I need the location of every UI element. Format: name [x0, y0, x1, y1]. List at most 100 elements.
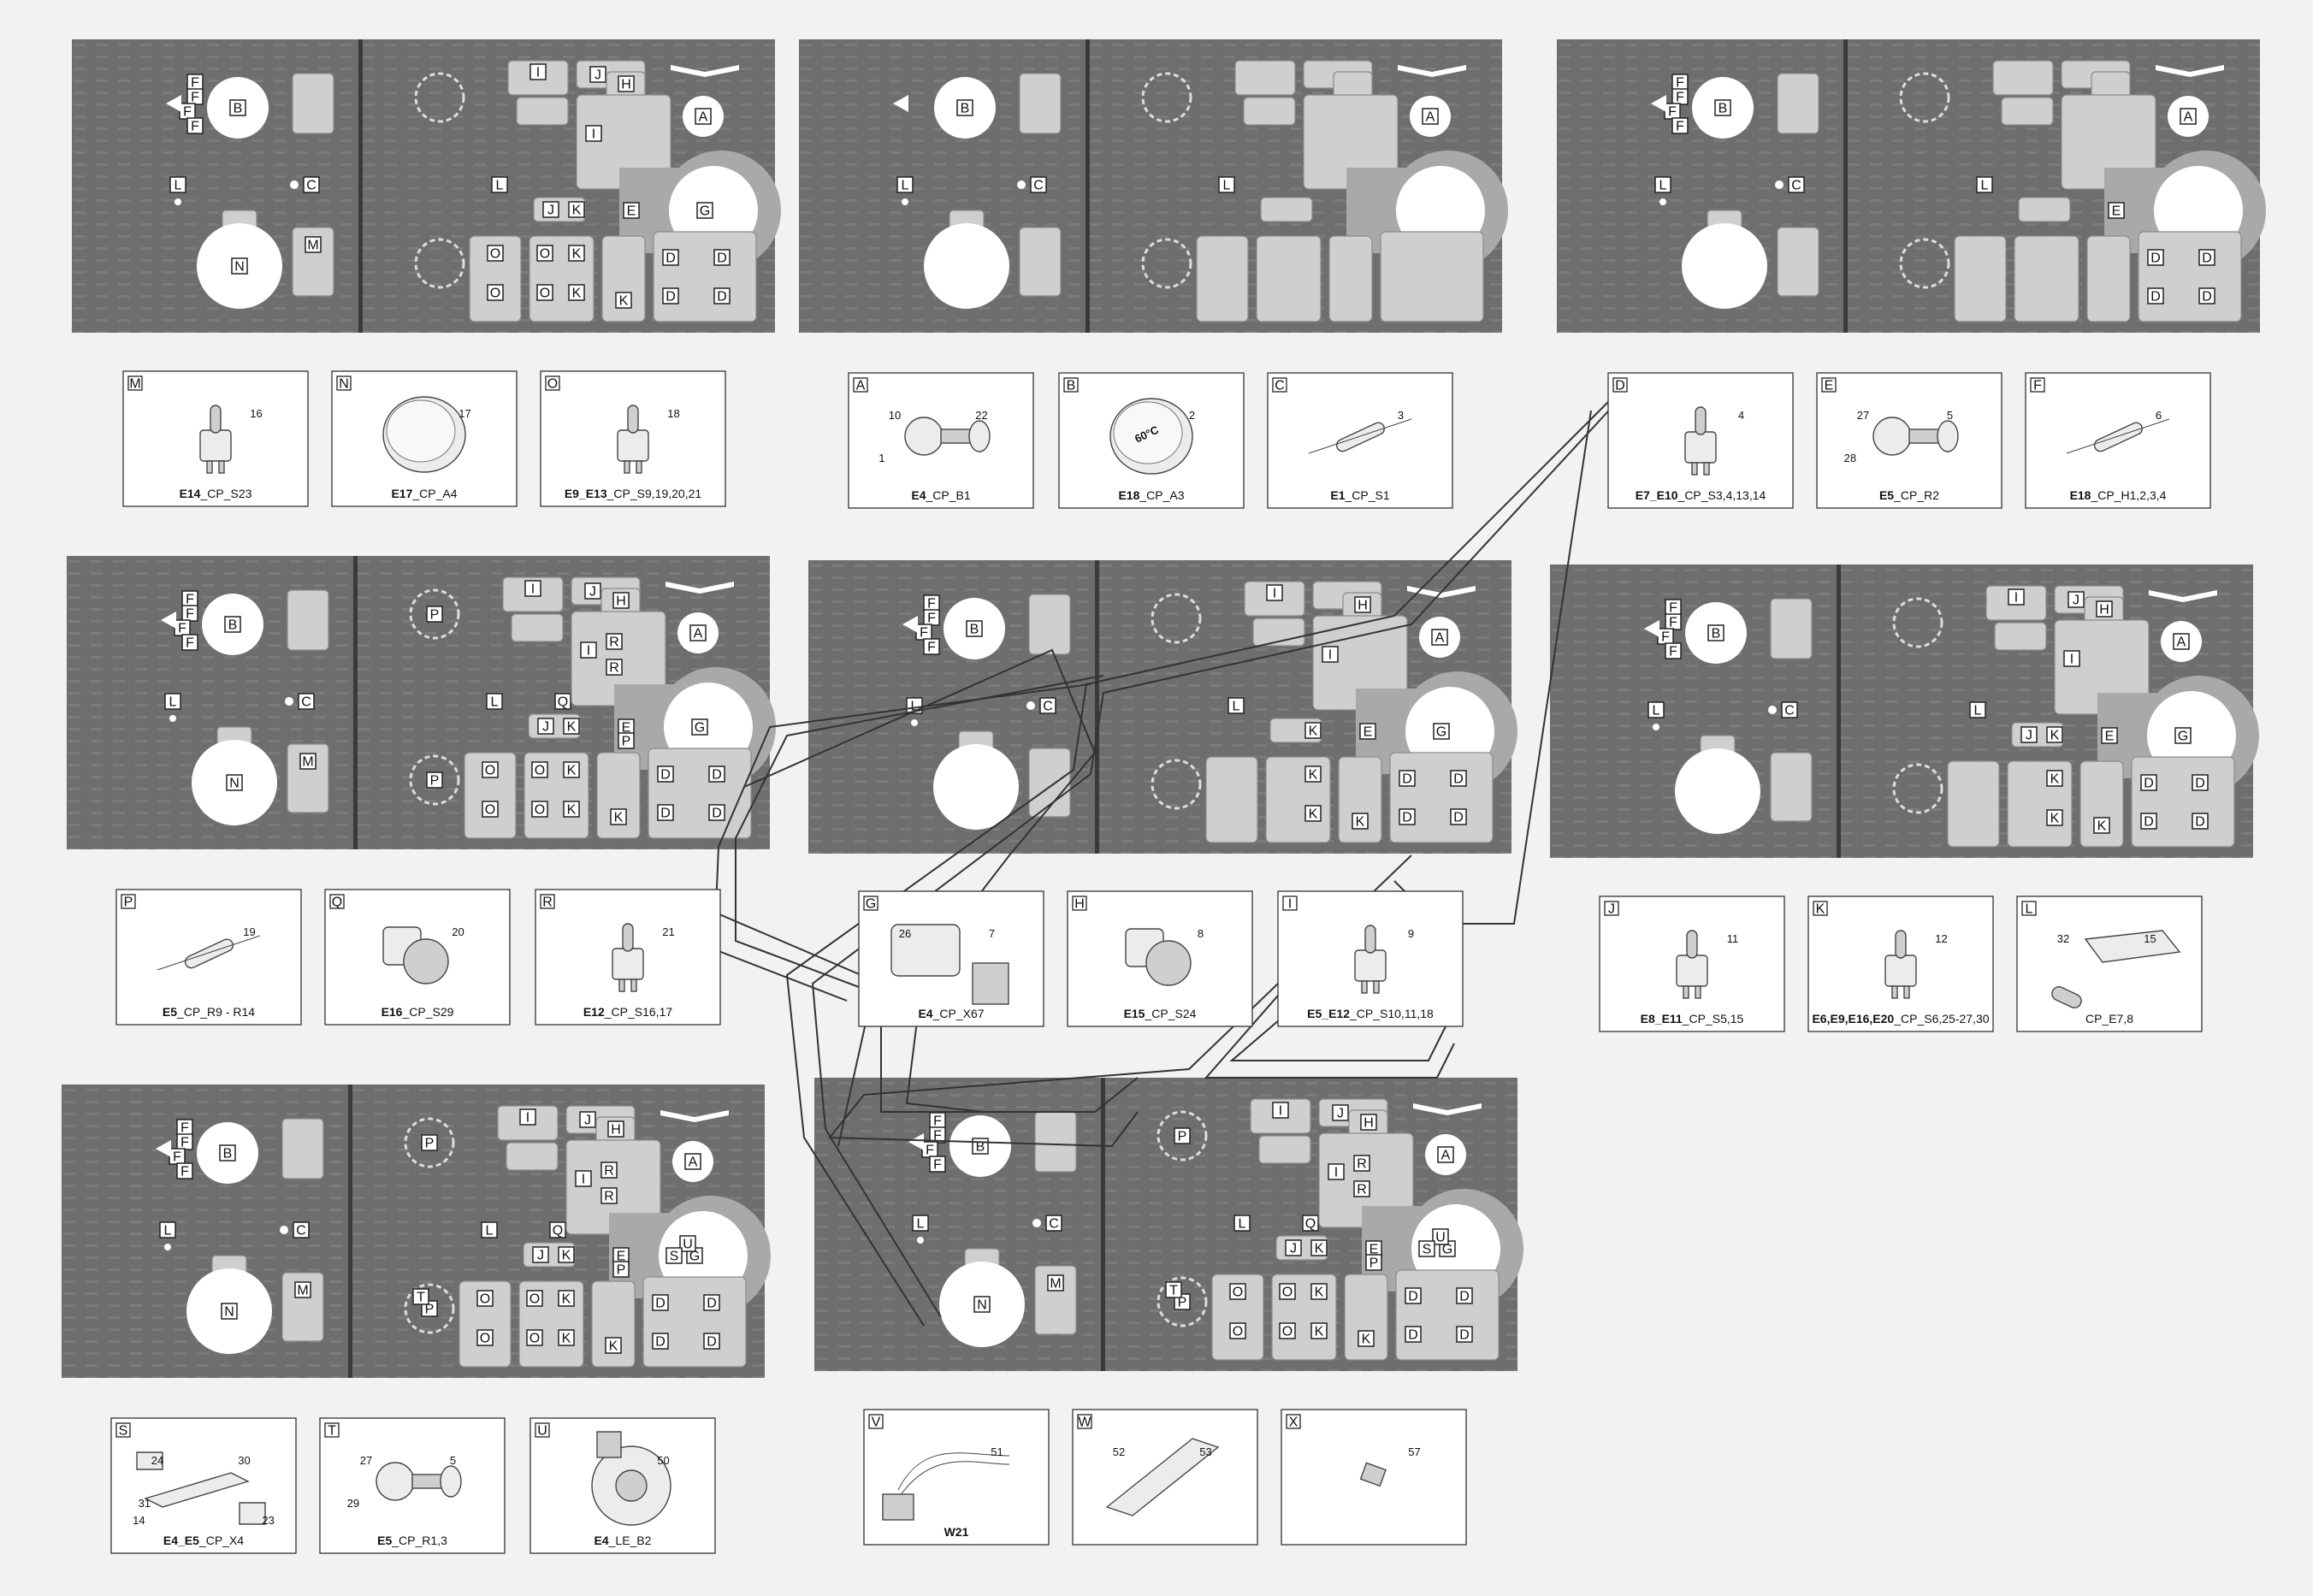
label-o-1-box: [476, 1290, 494, 1307]
label-h-box: [2096, 600, 2113, 618]
knob-small: [1937, 420, 1959, 452]
label-n-box: [231, 257, 248, 275]
label-j-box: [589, 66, 606, 83]
label-n: N: [234, 260, 245, 275]
label-l-right: L: [1981, 179, 1989, 193]
part-number: 22: [975, 409, 987, 422]
toggle-lever: [627, 405, 639, 434]
callout-letter-box: [540, 894, 555, 909]
label-e: E: [1364, 725, 1373, 740]
label-m: M: [1050, 1277, 1061, 1292]
indicator-dot: [1659, 198, 1666, 205]
callout-letter: K: [1816, 902, 1825, 917]
label-d-1: D: [712, 768, 722, 783]
label-d-1-box: [1450, 770, 1467, 787]
label-q-box: [549, 1221, 566, 1238]
key-top-left: [1777, 73, 1819, 134]
label-c-box: [1781, 701, 1798, 718]
label-j-2: J: [2026, 729, 2032, 743]
label-d-1: D: [707, 1297, 717, 1311]
indicator-dot: [164, 1244, 171, 1250]
label-a-box: [1422, 108, 1439, 125]
part-number: 17: [458, 407, 470, 420]
label-k-4: K: [2097, 819, 2107, 834]
lamp-bulb: [2051, 986, 2082, 1008]
label-k-2-box: [563, 761, 580, 778]
label-h-box: [1354, 596, 1371, 613]
part-number: 2: [1189, 409, 1195, 422]
key-grid-o-left: [1211, 1274, 1264, 1361]
callout-letter-box: [1077, 1414, 1092, 1429]
label-k-2: K: [562, 1292, 571, 1307]
label-f-1: F: [186, 607, 194, 622]
label-l-box: [1654, 176, 1671, 193]
switch-pin: [218, 460, 225, 474]
label-q: Q: [558, 695, 568, 710]
label-l-right: L: [1233, 700, 1240, 714]
label-d-1: D: [717, 251, 727, 266]
panel-separator: [358, 39, 363, 333]
callout-caption: E4_CP_B1: [911, 488, 970, 502]
label-j-2-box: [542, 201, 559, 218]
label-a-box: [1437, 1146, 1454, 1163]
key-i-mid: [506, 1142, 559, 1171]
label-j-2-box: [2020, 726, 2038, 743]
callout-caption: W21: [944, 1525, 969, 1539]
part-number: 7: [989, 927, 995, 940]
callout-caption: E4_LE_B2: [595, 1534, 652, 1547]
callout-letter-box: [1072, 896, 1087, 911]
label-o-3-box: [526, 1290, 543, 1307]
callout-x: X57: [1281, 1409, 1467, 1546]
label-i-3-box: [580, 641, 597, 659]
indicator-dot: [911, 719, 918, 726]
label-p-top: P: [425, 1137, 435, 1151]
key-m: [287, 743, 329, 813]
label-j: J: [589, 585, 596, 600]
label-o-4: O: [529, 1332, 540, 1346]
key-top-left: [1770, 598, 1813, 659]
label-i-1-box: [529, 63, 547, 80]
label-r-2-box: [600, 1187, 618, 1204]
label-l-right-box: [1227, 697, 1245, 714]
label-f-2: F: [1661, 630, 1670, 645]
label-m: M: [297, 1284, 308, 1298]
label-a-box: [695, 108, 712, 125]
part-number: 3: [1398, 409, 1404, 422]
label-h: H: [611, 1123, 621, 1138]
callout-letter: B: [1067, 379, 1076, 393]
label-d-0: D: [660, 768, 671, 783]
label-m: M: [307, 239, 318, 253]
part-number: 14: [133, 1514, 145, 1527]
label-u: U: [683, 1238, 693, 1252]
label-q-box: [1302, 1215, 1319, 1232]
control-panel-6: BFFFFLCLIIJHIJKGEAKKKDDDD: [1550, 565, 2259, 858]
label-k-2: K: [2050, 772, 2060, 787]
label-e-p: P: [617, 1263, 626, 1278]
level-icon: [2149, 590, 2217, 602]
label-r-1: R: [604, 1164, 614, 1179]
rotary-top: [1892, 597, 1943, 648]
push-button-cap: [1145, 940, 1192, 986]
label-g-box: [691, 718, 708, 736]
label-i-3: I: [2070, 653, 2073, 667]
key-k-single: [2079, 760, 2124, 848]
label-k-1-box: [2046, 726, 2063, 743]
connector-housing: [890, 924, 961, 977]
callout-letter-box: [121, 894, 136, 909]
panel-plate: [1105, 1438, 1220, 1516]
label-f-0: F: [186, 593, 194, 607]
label-j-2-box: [537, 718, 554, 735]
led-c: [285, 697, 293, 706]
toggle-switch-body: [1684, 431, 1717, 464]
label-i-1: I: [526, 1111, 529, 1126]
switch-pin: [1683, 985, 1689, 999]
label-e-p-box: [1365, 1254, 1382, 1271]
label-k-1: K: [562, 1249, 571, 1263]
key-top-left: [1028, 594, 1071, 655]
label-e-box: [2101, 727, 2118, 744]
callout-caption: E18_CP_A3: [1118, 488, 1184, 502]
label-f-3: F: [180, 1165, 189, 1179]
